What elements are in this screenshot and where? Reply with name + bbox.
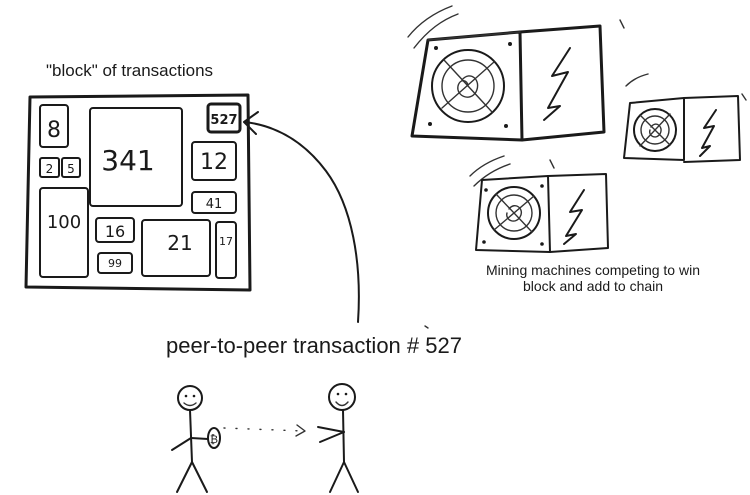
machine-side — [547, 173, 609, 253]
mining-machine-large — [407, 5, 625, 142]
receiver-figure — [317, 383, 359, 493]
mining-caption: Mining machines competing to win block a… — [486, 262, 700, 294]
tx-label-17: 17 — [219, 235, 233, 248]
tx-label-100: 100 — [47, 212, 81, 233]
bitcoin-icon: ₿ — [210, 433, 218, 446]
block-outline — [24, 93, 252, 292]
fan-icon — [633, 108, 677, 152]
tx-cell-16: 16 — [95, 217, 135, 243]
tx-label-527: 527 — [210, 113, 237, 128]
motion-lines — [407, 5, 459, 49]
lightning-icon — [699, 109, 717, 157]
tx-label-41: 41 — [206, 197, 223, 212]
transaction-arrow — [243, 111, 360, 323]
tx-label-99: 99 — [108, 257, 122, 270]
coin-outline — [207, 427, 221, 449]
tx-cell-12: 12 — [191, 141, 237, 181]
tx-cell-8: 8 — [39, 104, 69, 148]
tx-label-341: 341 — [101, 144, 154, 177]
bitcoin-coin: ₿ — [207, 427, 221, 449]
tx-cell-341: 341 — [89, 107, 183, 207]
tx-label-21: 21 — [167, 231, 192, 255]
mining-machine-small — [623, 73, 747, 163]
fan-icon — [431, 49, 505, 123]
lightning-icon — [563, 189, 585, 245]
machine-front — [623, 97, 685, 161]
transaction-title: peer-to-peer transaction # 527 — [166, 333, 462, 358]
tx-label-16: 16 — [105, 222, 125, 241]
tx-cell-2: 2 — [39, 157, 60, 178]
arrow-curve — [244, 121, 360, 323]
machine-side — [518, 24, 606, 142]
machine-side — [683, 95, 741, 163]
arrow-head-icon — [243, 111, 259, 135]
tx-cell-527: 527 — [206, 102, 242, 134]
tx-label-12: 12 — [200, 150, 228, 175]
tx-label-5: 5 — [67, 162, 75, 176]
motion-lines — [469, 155, 555, 187]
tx-cell-99: 99 — [97, 252, 133, 274]
sender-head — [177, 385, 203, 411]
tx-cell-5: 5 — [61, 157, 81, 178]
stray-mark — [424, 325, 429, 329]
tx-cell-21: 21 — [141, 219, 211, 277]
sender-figure — [171, 385, 209, 493]
lightning-icon — [543, 47, 571, 121]
tx-cell-41: 41 — [191, 191, 237, 214]
tx-cell-17: 17 — [215, 221, 237, 279]
dotted-transfer-line — [223, 424, 306, 437]
mining-machine-medium — [469, 155, 609, 253]
motion-lines — [625, 73, 747, 101]
tx-label-2: 2 — [46, 162, 54, 176]
fan-icon — [487, 186, 541, 240]
tx-label-8: 8 — [47, 118, 61, 143]
transaction-block: 8 2 5 341 527 12 — [24, 93, 252, 292]
tx-cell-100: 100 — [39, 187, 89, 278]
block-title: "block" of transactions — [46, 61, 214, 80]
